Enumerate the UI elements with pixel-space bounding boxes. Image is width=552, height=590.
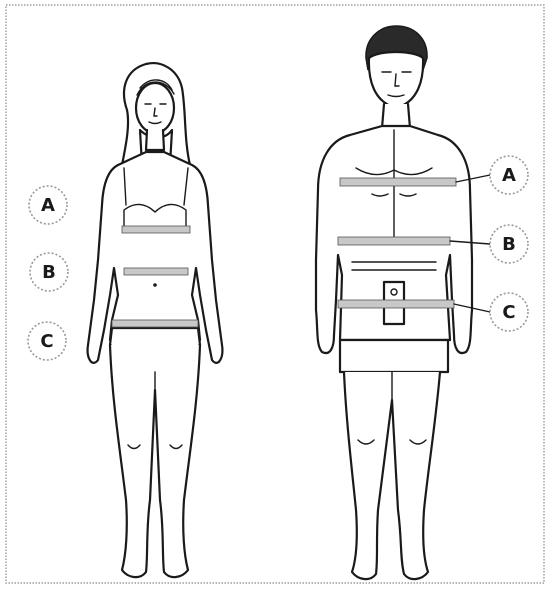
female-label-a: A [29, 186, 67, 224]
male-label-b-text: B [502, 234, 516, 255]
male-band-a [340, 178, 456, 186]
male-figure [316, 26, 490, 579]
male-band-b [338, 237, 450, 245]
female-label-c: C [28, 322, 66, 360]
male-label-a: A [490, 156, 528, 194]
female-label-a-text: A [41, 195, 55, 216]
male-band-c [338, 300, 454, 308]
male-label-a-text: A [502, 165, 516, 186]
female-figure [88, 63, 223, 577]
male-label-c-text: C [502, 302, 515, 323]
female-label-c-text: C [40, 331, 53, 352]
female-label-b: B [30, 253, 68, 291]
female-band-b [124, 268, 188, 275]
male-label-b: B [490, 225, 528, 263]
male-label-c: C [490, 293, 528, 331]
female-band-a [122, 226, 190, 233]
female-label-b-text: B [42, 262, 56, 283]
female-band-c [112, 320, 198, 327]
